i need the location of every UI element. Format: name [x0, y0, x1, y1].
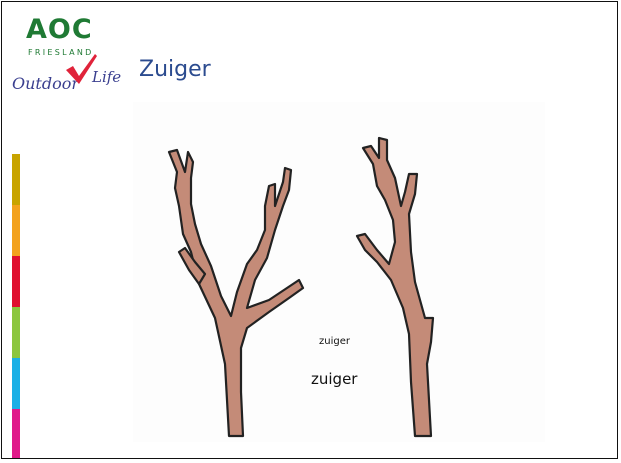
label-zuiger-small: zuiger — [319, 336, 350, 347]
color-bar-segment — [12, 409, 20, 458]
tree-drawing — [167, 136, 435, 438]
color-bar-segment — [12, 358, 20, 409]
color-bar-segment — [12, 307, 20, 358]
color-bar-segment — [12, 256, 20, 307]
color-bar-segment — [12, 154, 20, 205]
checkmark-icon — [66, 54, 97, 84]
left-tree-branch-icon — [177, 246, 207, 286]
right-tree-icon — [355, 136, 435, 438]
label-zuiger-large: zuiger — [311, 370, 358, 388]
logo-tagline-right: Life — [92, 68, 122, 86]
aoc-logo: AOC FRIESLAND Outdoor Life — [8, 12, 126, 112]
tree-illustration: zuiger zuiger — [133, 102, 545, 442]
logo-tagline-left: Outdoor — [12, 74, 80, 93]
color-bar — [12, 154, 20, 458]
color-bar-segment — [12, 205, 20, 256]
logo-region: FRIESLAND — [28, 48, 94, 57]
left-tree-icon — [167, 148, 305, 438]
logo-brand: AOC — [26, 14, 93, 45]
slide-title: Zuiger — [139, 57, 211, 82]
